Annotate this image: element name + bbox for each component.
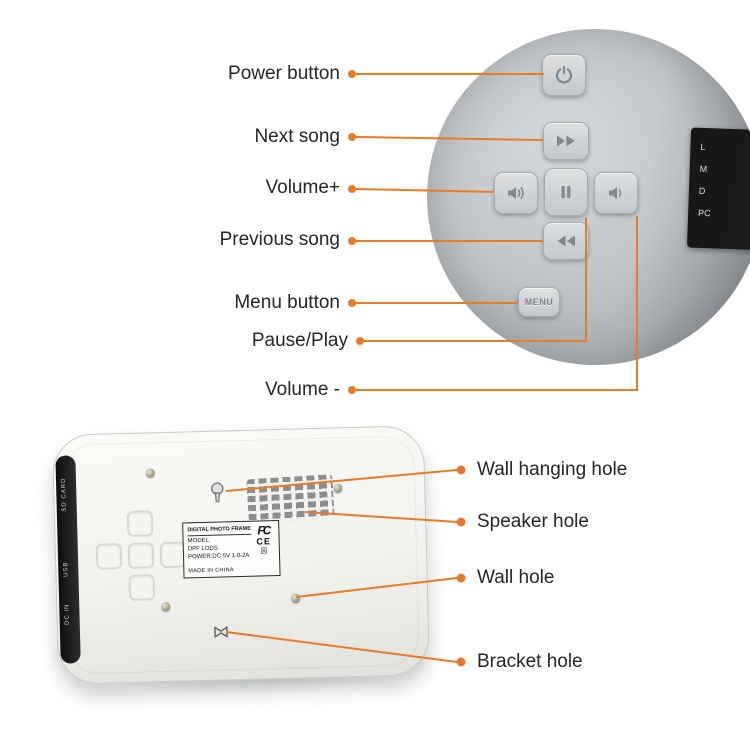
wall-hanging-hole	[211, 482, 224, 503]
label-speaker-hole: Speaker hole	[477, 511, 589, 532]
speaker-hole-grid	[246, 474, 335, 524]
speaker-quiet-icon	[609, 187, 622, 199]
label-volume-plus: Volume+	[265, 177, 340, 198]
callout-dot-wall-hole	[456, 573, 466, 583]
sticker-made-in: MADE IN CHINA	[188, 567, 234, 575]
control-panel-photo: MENU L M D PC	[427, 29, 750, 365]
sticker-title: DIGITAL PHOTO FRAME	[187, 524, 252, 537]
previous-song-button	[543, 222, 589, 260]
fcc-mark: FC	[257, 523, 270, 538]
next-song-button	[543, 122, 589, 160]
power-button	[542, 54, 586, 96]
label-pause-play: Pause/Play	[251, 330, 348, 351]
callout-dot-speaker-hole	[456, 517, 466, 527]
label-menu-button: Menu button	[234, 292, 340, 313]
port-label-usb: USB	[63, 561, 70, 577]
label-power-button: Power button	[228, 63, 340, 84]
power-icon	[555, 66, 573, 84]
wall-hole-screw	[161, 601, 171, 612]
port-label-sd-card: SD CARD	[60, 477, 68, 512]
label-wall-hanging-hole: Wall hanging hole	[477, 459, 628, 480]
callout-dot-volume-plus	[348, 185, 356, 193]
pause-icon	[561, 186, 571, 198]
side-ports-panel: SD CARD USB DC IN	[55, 455, 81, 664]
speaker-loud-icon	[508, 187, 524, 199]
partial-sticker-line: D	[698, 185, 706, 197]
volume-plus-button	[494, 172, 538, 214]
ce-mark: CE	[256, 536, 272, 547]
callout-dot-pause-play	[356, 337, 364, 345]
label-next-song: Next song	[254, 126, 340, 147]
weee-bin-icon: ☒	[260, 546, 268, 556]
wall-hole-screw	[291, 593, 301, 603]
callout-dot-menu	[348, 299, 356, 307]
bracket-hole	[214, 626, 228, 638]
pause-play-button	[544, 168, 588, 216]
partial-spec-sticker: L M D PC	[686, 127, 750, 251]
embossed-dpad-down	[128, 574, 156, 601]
embossed-dpad-up	[126, 510, 154, 537]
callout-dot-volume-minus	[348, 386, 356, 394]
wall-hole-screw	[145, 468, 155, 478]
partial-sticker-line: M	[699, 163, 708, 175]
label-previous-song: Previous song	[219, 229, 340, 250]
sticker-power: POWER:DC 5V 1.0-2A	[187, 552, 250, 561]
port-label-dc-in: DC IN	[64, 603, 71, 625]
rewind-icon	[557, 235, 575, 247]
embossed-dpad-left	[95, 543, 123, 570]
embossed-dpad-center	[127, 542, 155, 569]
spec-sticker: DIGITAL PHOTO FRAME MODEL: DPF LODS POWE…	[182, 519, 281, 579]
partial-sticker-line: L	[700, 141, 706, 153]
callout-dot-power	[348, 70, 356, 78]
photo-frame-back-photo: SD CARD USB DC IN DIGITAL PHOTO FRAME MO…	[51, 425, 431, 685]
callout-dot-wall-hanging-hole	[456, 465, 466, 475]
menu-button: MENU	[518, 287, 560, 317]
wall-hole-screw	[333, 483, 343, 493]
fast-forward-icon	[557, 135, 575, 147]
label-bracket-hole: Bracket hole	[477, 651, 583, 672]
volume-minus-button	[594, 172, 638, 214]
label-volume-minus: Volume -	[265, 379, 340, 400]
callout-dot-next	[348, 133, 356, 141]
callout-dot-previous	[348, 237, 356, 245]
label-wall-hole: Wall hole	[477, 567, 555, 588]
partial-sticker-line: PC	[697, 207, 711, 219]
callout-dot-bracket-hole	[456, 657, 466, 667]
